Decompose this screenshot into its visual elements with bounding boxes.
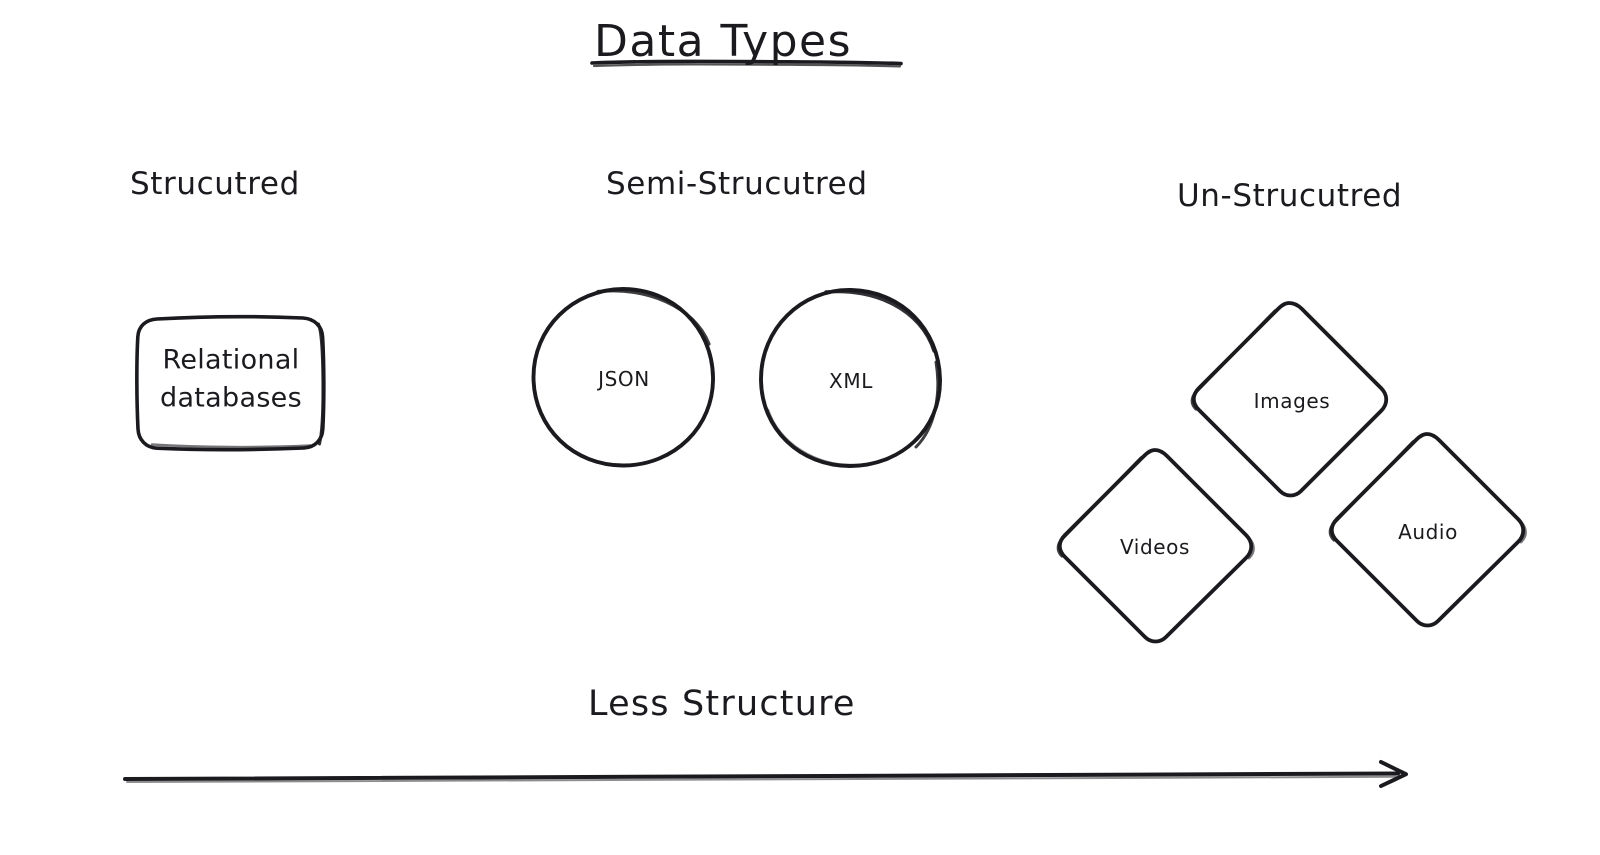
column-label-semi-structured: Semi-Strucutred <box>606 166 868 202</box>
column-label-un-structured: Un-Strucutred <box>1177 178 1403 214</box>
node-xml[interactable]: XML <box>829 368 873 393</box>
videos-shape <box>1056 448 1255 644</box>
node-audio[interactable]: Audio <box>1398 519 1458 544</box>
page-title: Data Types <box>594 16 853 67</box>
title-underline <box>590 59 903 68</box>
node-label-line-2: databases <box>160 383 302 414</box>
node-images[interactable]: Images <box>1253 388 1331 413</box>
node-json[interactable]: JSON <box>598 366 650 391</box>
audio-shape <box>1328 432 1527 628</box>
relational-databases-shape <box>135 314 326 452</box>
arrowhead-icon <box>1379 760 1408 788</box>
images-shape <box>1190 301 1389 498</box>
xml-shape <box>759 288 942 468</box>
json-shape <box>531 287 715 468</box>
node-relational-databases[interactable]: Relational databases <box>131 342 331 419</box>
axis-label-less-structure: Less Structure <box>588 684 856 724</box>
column-label-structured: Strucutred <box>130 166 300 202</box>
node-label-line-1: Relational <box>162 344 300 376</box>
structure-axis-arrow <box>123 760 1408 788</box>
node-videos[interactable]: Videos <box>1119 534 1191 559</box>
